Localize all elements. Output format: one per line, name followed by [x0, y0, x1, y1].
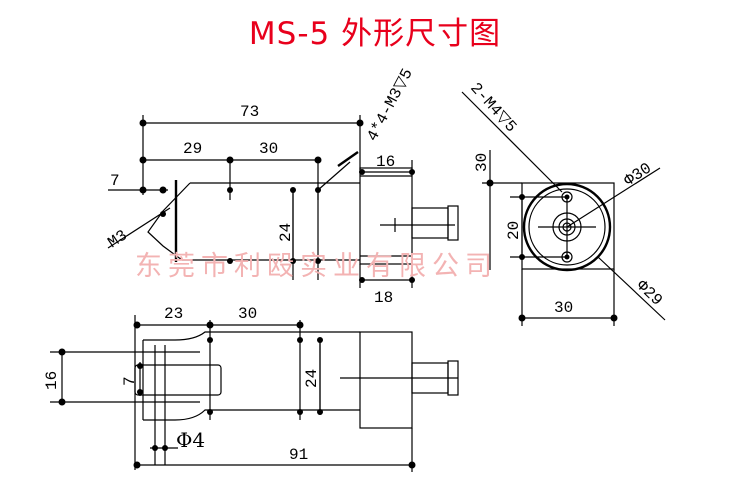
drawing-title: MS-5 外形尺寸图 [248, 16, 502, 52]
dim-top-30: 30 [238, 305, 257, 323]
side-flange [359, 167, 413, 265]
dim-top-16: 16 [43, 371, 61, 390]
dim-73: 73 [240, 103, 259, 121]
top-slot [134, 364, 222, 396]
dim-top-91: 91 [289, 446, 308, 464]
dim-16: 16 [376, 153, 395, 171]
dim-end-20: 20 [505, 221, 523, 240]
dim-29: 29 [183, 140, 202, 158]
top-body-outline [143, 331, 360, 421]
end-view: 2-M4▽5 30 20 30 Φ30 Φ29 [461, 79, 666, 326]
top-view: 23 30 16 7 24 Φ4 91 [43, 305, 459, 472]
dim-phi29: Φ29 [633, 277, 666, 310]
dim-18: 18 [374, 289, 393, 307]
dim-24: 24 [277, 223, 295, 242]
dim-top-7: 7 [121, 376, 139, 386]
dim-side-holes: 4*4-M3▽5 [364, 66, 417, 145]
side-nose-outline [147, 182, 191, 261]
dim-7: 7 [110, 172, 120, 190]
dim-30: 30 [259, 140, 278, 158]
dim-top-23: 23 [164, 305, 183, 323]
dim-phi30: Φ30 [621, 159, 655, 190]
dim-top-24: 24 [303, 369, 321, 388]
dim-end-30h: 30 [554, 299, 573, 317]
dim-end-holes: 2-M4▽5 [466, 79, 520, 136]
side-body-outline [182, 182, 360, 261]
company-watermark: 东莞市利殴实业有限公司 [135, 251, 498, 282]
dim-top-phi4: Φ4 [176, 428, 205, 452]
end-outer-circle [522, 182, 612, 272]
side-connector [411, 207, 449, 239]
top-flange [359, 331, 413, 429]
dim-end-30v: 30 [473, 153, 491, 172]
